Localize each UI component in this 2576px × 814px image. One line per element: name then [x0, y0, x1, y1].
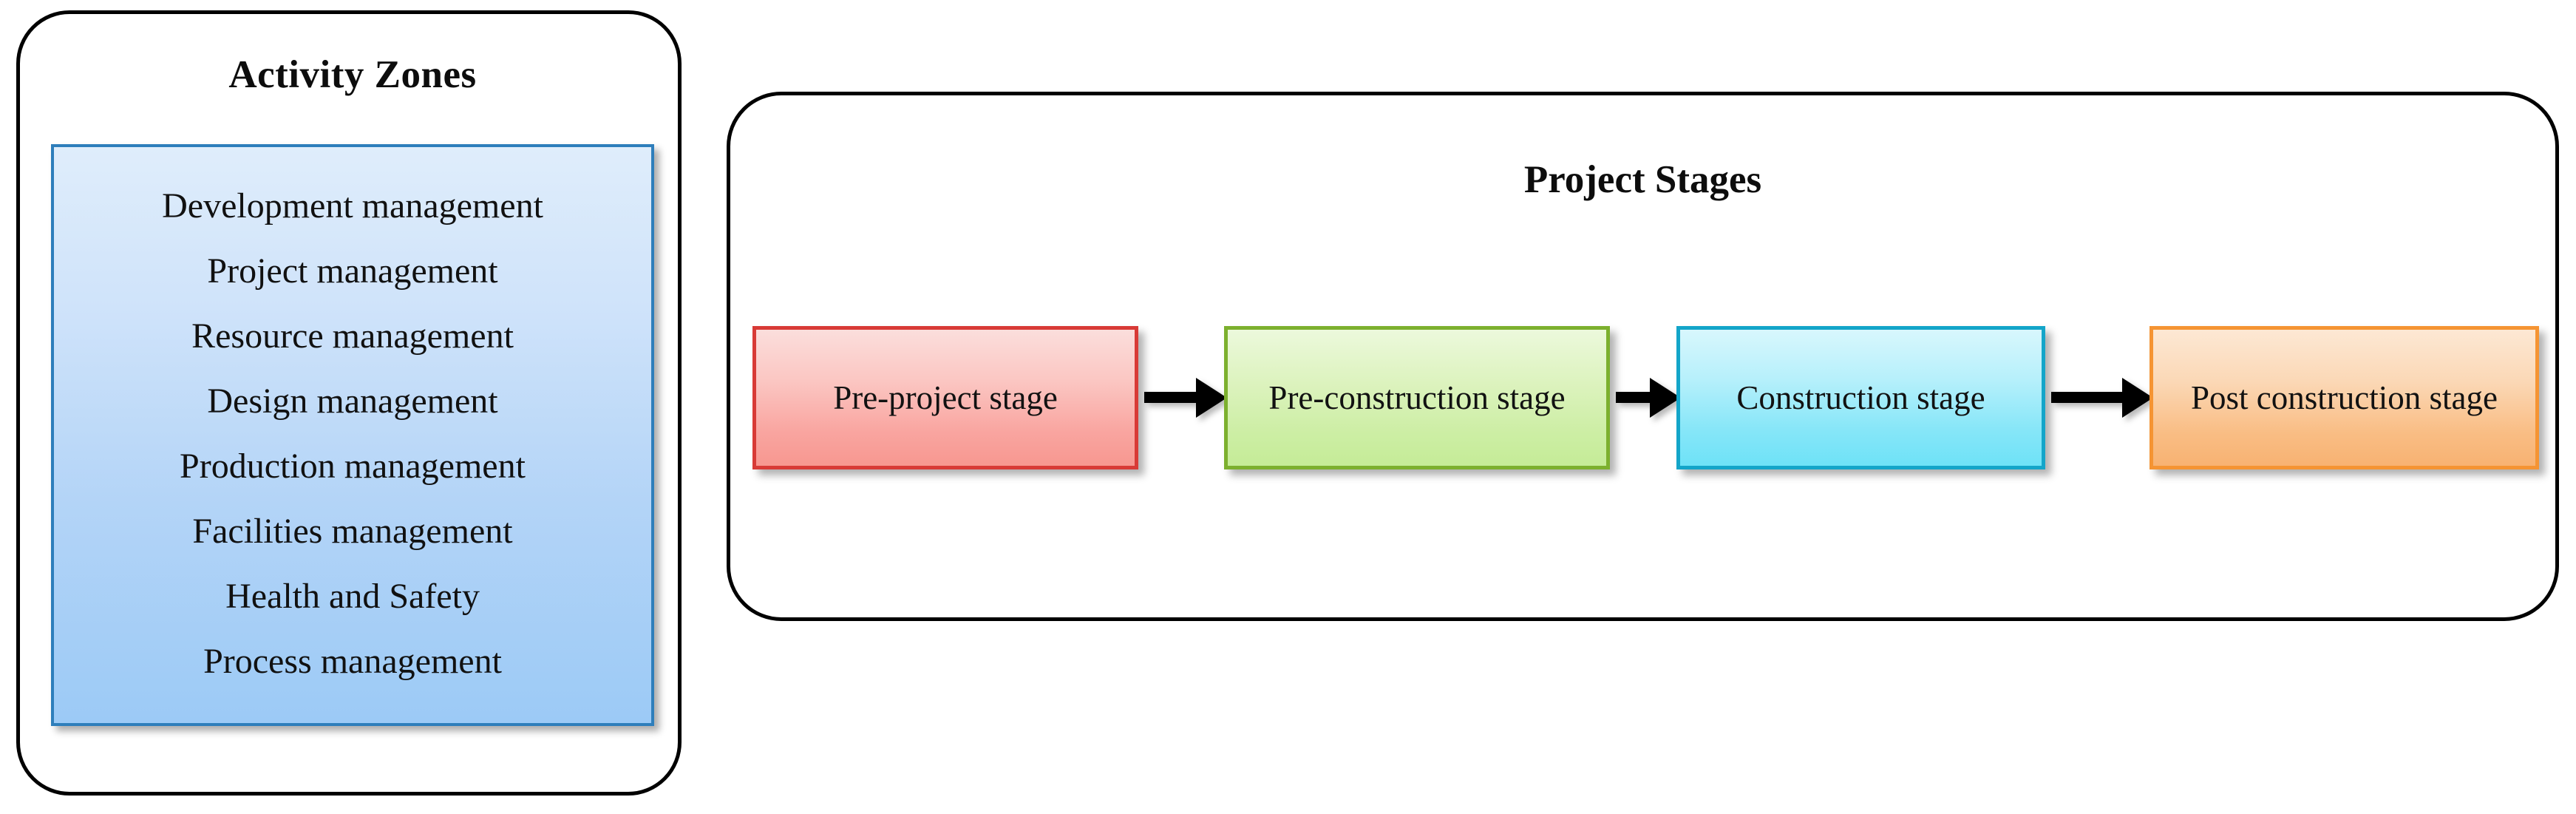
stage-box-post-construction[interactable]: Post construction stage	[2150, 326, 2539, 469]
activity-zones-title: Activity Zones	[228, 53, 477, 96]
arrow-head	[2122, 378, 2153, 418]
stage-box-pre-project[interactable]: Pre-project stage	[752, 326, 1138, 469]
project-stages-title: Project Stages	[1523, 158, 1762, 201]
activity-item-health-and-safety: Health and Safety	[225, 577, 480, 616]
activity-item-development-management: Development management	[162, 186, 543, 225]
arrow-right-icon-2	[1616, 378, 1681, 418]
arrow-shaft	[1616, 392, 1653, 403]
arrow-right-icon-1	[1144, 378, 1227, 418]
activity-item-design-management: Design management	[207, 381, 498, 421]
arrow-shaft	[1144, 392, 1199, 403]
activity-zones-list: Development management Project managemen…	[54, 174, 651, 694]
activity-item-project-management: Project management	[207, 251, 498, 291]
arrow-shaft	[2051, 392, 2125, 403]
stage-box-construction[interactable]: Construction stage	[1676, 326, 2045, 469]
arrow-right-icon-3	[2051, 378, 2153, 418]
activity-zones-list-box: Development management Project managemen…	[51, 144, 654, 726]
arrow-head	[1650, 378, 1681, 418]
activity-item-resource-management: Resource management	[191, 316, 514, 356]
stage-box-pre-construction[interactable]: Pre-construction stage	[1224, 326, 1610, 469]
activity-item-production-management: Production management	[180, 447, 526, 486]
project-stages-panel: Project Stages Pre-project stage Pre-con…	[727, 92, 2559, 621]
activity-zones-panel: Activity Zones Development management Pr…	[16, 10, 682, 796]
project-stages-flow: Pre-project stage Pre-construction stage…	[730, 326, 2555, 474]
arrow-head	[1196, 378, 1227, 418]
activity-item-facilities-management: Facilities management	[192, 512, 513, 551]
activity-item-process-management: Process management	[203, 642, 502, 681]
